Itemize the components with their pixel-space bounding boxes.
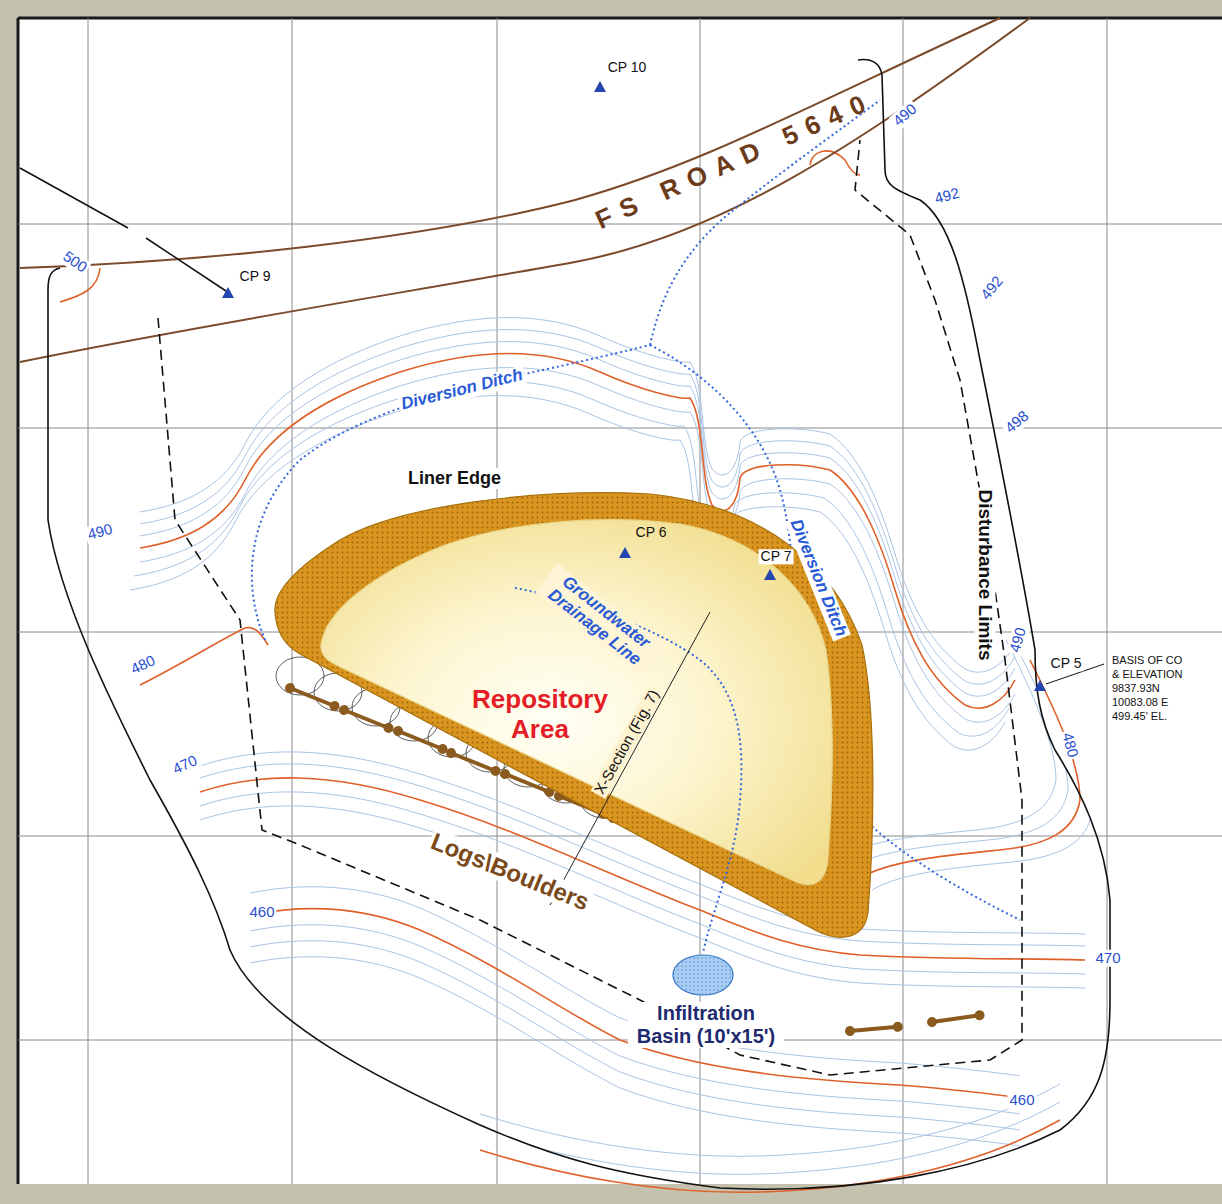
drain-label: Groundwater Drainage Line: [535, 563, 665, 676]
forest-road: [20, 18, 1000, 268]
infiltration-basin: Infiltration Basin (10'x15'): [620, 950, 786, 1100]
index-contour: [480, 1120, 1060, 1192]
contour-label: 490: [84, 520, 116, 543]
area-title: Repository Area: [455, 685, 625, 745]
minor-contour: [250, 957, 1020, 1146]
contour-label: 470: [1093, 950, 1122, 967]
index-contour: [60, 151, 1085, 1192]
liner-band-shape: [275, 493, 873, 938]
contour-label: 460: [1007, 1092, 1036, 1109]
section-label: X-Section (Fig. 7): [591, 685, 664, 799]
grid-line: [88, 18, 89, 1184]
control-point-label: CP 9: [238, 269, 273, 284]
contour-label: 498: [1001, 406, 1034, 437]
liner-band: Liner EdgeRepository Area: [270, 462, 880, 947]
control-point-label: CP 6: [634, 525, 669, 540]
contour-label: 490: [889, 99, 922, 130]
minor-contour: [480, 1084, 1060, 1156]
repository-area-shape: [321, 520, 832, 885]
grid-line: [18, 836, 1222, 837]
logs-label: Logs\Boulders: [425, 828, 594, 917]
ditch-label: Diversion Ditch: [785, 515, 851, 641]
minor-contour: [250, 887, 1020, 1076]
forest-road: [20, 18, 1030, 362]
infiltration-basin-shape: [673, 955, 733, 995]
contour-label: 470: [168, 751, 201, 778]
survey-note: & ELEVATION: [1110, 668, 1185, 680]
contour-label: 480: [126, 651, 159, 678]
contour-label: 492: [976, 272, 1007, 305]
logs-boulders: [926, 1010, 985, 1028]
disturbance-limit: [158, 140, 1022, 1075]
control-point-label: CP 10: [606, 60, 649, 75]
road-name: FS ROAD 5640: [589, 85, 880, 236]
ditch-label: Diversion Ditch: [397, 365, 526, 414]
survey-note: 10083.08 E: [1110, 696, 1170, 708]
index-contour: [140, 627, 268, 685]
survey-note: 499.45' EL.: [1110, 710, 1169, 722]
logs-boulders: [283, 681, 341, 712]
contour-label: 480: [1058, 729, 1081, 761]
control-point: [1034, 680, 1046, 691]
limit-label: Disturbance Limits: [975, 487, 996, 662]
contour-label: 460: [247, 904, 276, 921]
minor-contour: [848, 650, 1068, 868]
logs-boulders: [337, 703, 395, 734]
basin-label: Infiltration Basin (10'x15'): [628, 1002, 784, 1048]
liner-label: Liner Edge: [405, 468, 504, 489]
survey-line: [20, 168, 226, 291]
index-contour: [860, 660, 1080, 878]
grid-line: [18, 18, 1222, 1184]
grid-line: [18, 428, 1222, 429]
contour-label: 492: [931, 184, 963, 207]
control-point: [619, 547, 776, 580]
forest-road: [20, 18, 1030, 362]
disturbance-outline: [48, 60, 1110, 1190]
grid-line: [1107, 18, 1108, 1184]
map-frame: [18, 18, 1222, 1184]
control-point-label: CP 5: [1049, 656, 1084, 671]
map-frame: [18, 18, 1222, 1184]
control-point: [619, 547, 631, 558]
map-frame: [18, 17, 1222, 20]
control-point: [222, 287, 234, 298]
repository-area: Repository Area: [318, 515, 833, 890]
survey-note: BASIS OF CO: [1110, 654, 1184, 666]
logs-boulders: [845, 1021, 904, 1036]
survey-line: [146, 238, 226, 291]
index-contour: [250, 909, 1020, 1098]
map-frame: [17, 18, 20, 1184]
control-point-label: CP 7: [759, 549, 794, 564]
control-point: [594, 81, 606, 92]
minor-contour: [130, 396, 1005, 751]
contour-label: 490: [1006, 624, 1029, 656]
minor-contour: [872, 672, 1092, 890]
minor-contour: [250, 941, 1020, 1130]
survey-line: [20, 168, 128, 228]
contour-label: 500: [58, 247, 91, 277]
control-point: [764, 569, 776, 580]
survey-note: 9837.93N: [1110, 682, 1162, 694]
minor-contour: [130, 318, 1092, 1175]
